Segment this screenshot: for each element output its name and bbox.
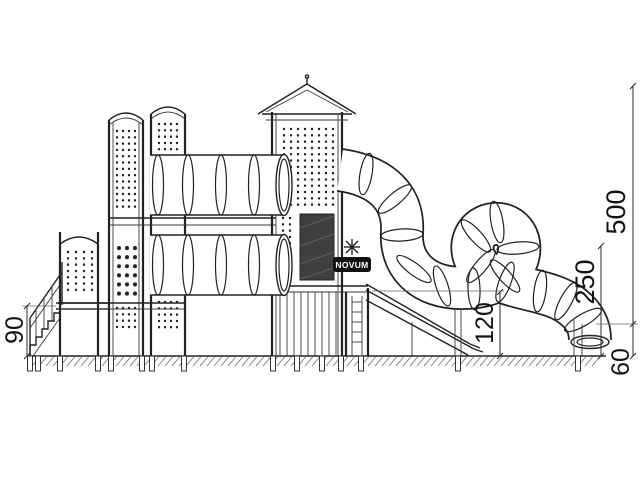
tower-a-arc-top	[108, 112, 144, 121]
dim-label-250: 250	[570, 259, 600, 304]
left-tower-arc-top	[59, 236, 99, 245]
dark-climb-panel	[299, 213, 335, 281]
dimensions: 90 500 250 120 60	[1, 82, 638, 376]
ground-post-stub	[35, 355, 41, 372]
slide-rail-bottom	[365, 299, 469, 356]
dim-label-500: 500	[601, 189, 631, 234]
ground-post-stub	[95, 355, 101, 372]
tower-b	[149, 106, 187, 356]
straight-slide	[365, 283, 484, 356]
ground-post-stub	[338, 355, 344, 372]
spiral-tube-slide	[336, 148, 612, 356]
ground-post-stub	[358, 355, 364, 372]
ground-post-stub	[270, 355, 276, 372]
slide-bed	[365, 289, 475, 350]
dim-label-90: 90	[1, 316, 29, 344]
ground-post-stub	[575, 355, 581, 372]
ground-hatch-pattern	[31, 356, 601, 367]
ground-post-stub	[139, 355, 145, 372]
left-platform-tower	[56, 232, 110, 356]
ground-post-stub	[181, 355, 187, 372]
novum-sign-plate	[333, 257, 371, 272]
slide-platform	[344, 288, 370, 356]
ground-post-stub	[149, 355, 155, 372]
ground-post-stub	[108, 355, 114, 372]
ground-post-stub	[57, 355, 63, 372]
tower-b-arc-top	[150, 106, 186, 115]
novum-sign-label: NOVUM	[335, 260, 368, 270]
stair-handrail-mid	[29, 281, 63, 329]
stair-steps	[29, 305, 61, 356]
ground-post-stub	[455, 355, 461, 372]
ground-post-stub	[294, 355, 300, 372]
left-stairs	[29, 262, 63, 357]
ground-post-stub	[27, 355, 33, 372]
ground-post-stub	[319, 355, 325, 372]
center-tower	[257, 74, 368, 356]
crawl-tubes	[150, 153, 293, 297]
tower-a	[107, 112, 145, 356]
slide-rail-top	[365, 283, 471, 345]
spiral-tube-body	[336, 149, 611, 341]
dim-label-60: 60	[607, 348, 635, 376]
ground	[30, 355, 606, 367]
stair-handrail-top	[29, 271, 63, 319]
brand-sign: NOVUM	[333, 239, 371, 272]
roof-outline	[257, 83, 357, 115]
dim-label-120: 120	[471, 302, 499, 344]
mid-deck	[58, 217, 276, 310]
